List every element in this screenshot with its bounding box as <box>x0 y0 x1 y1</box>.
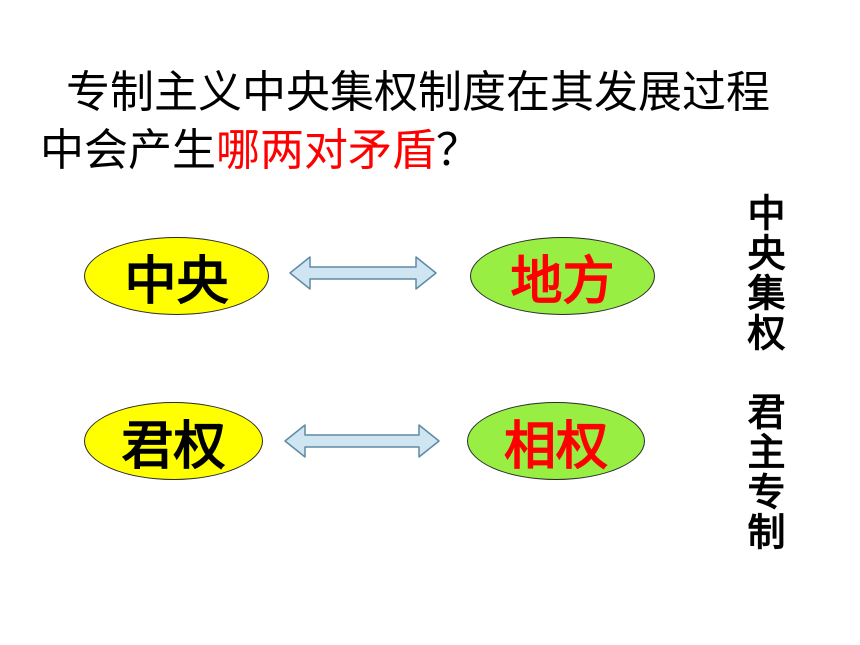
question-text: 专制主义中央集权制度在其发展过程中会产生哪两对矛盾？ <box>40 64 800 180</box>
question-highlight: 哪两对矛盾 <box>216 125 436 176</box>
side-label-centralization: 中央集权 <box>741 193 785 353</box>
oval-chancellor-power: 相权 <box>467 402 645 480</box>
oval-central: 中央 <box>84 237 269 315</box>
side-label-autocracy: 君主专制 <box>741 392 785 552</box>
oval-local: 地方 <box>470 237 655 315</box>
double-arrow-icon <box>284 424 440 458</box>
oval-monarch-power: 君权 <box>84 402 263 480</box>
question-suffix: ？ <box>436 125 480 176</box>
double-arrow-icon <box>289 256 437 290</box>
question-prefix: 专制主义中央集权制度在其发展过程中会产生 <box>40 67 770 176</box>
